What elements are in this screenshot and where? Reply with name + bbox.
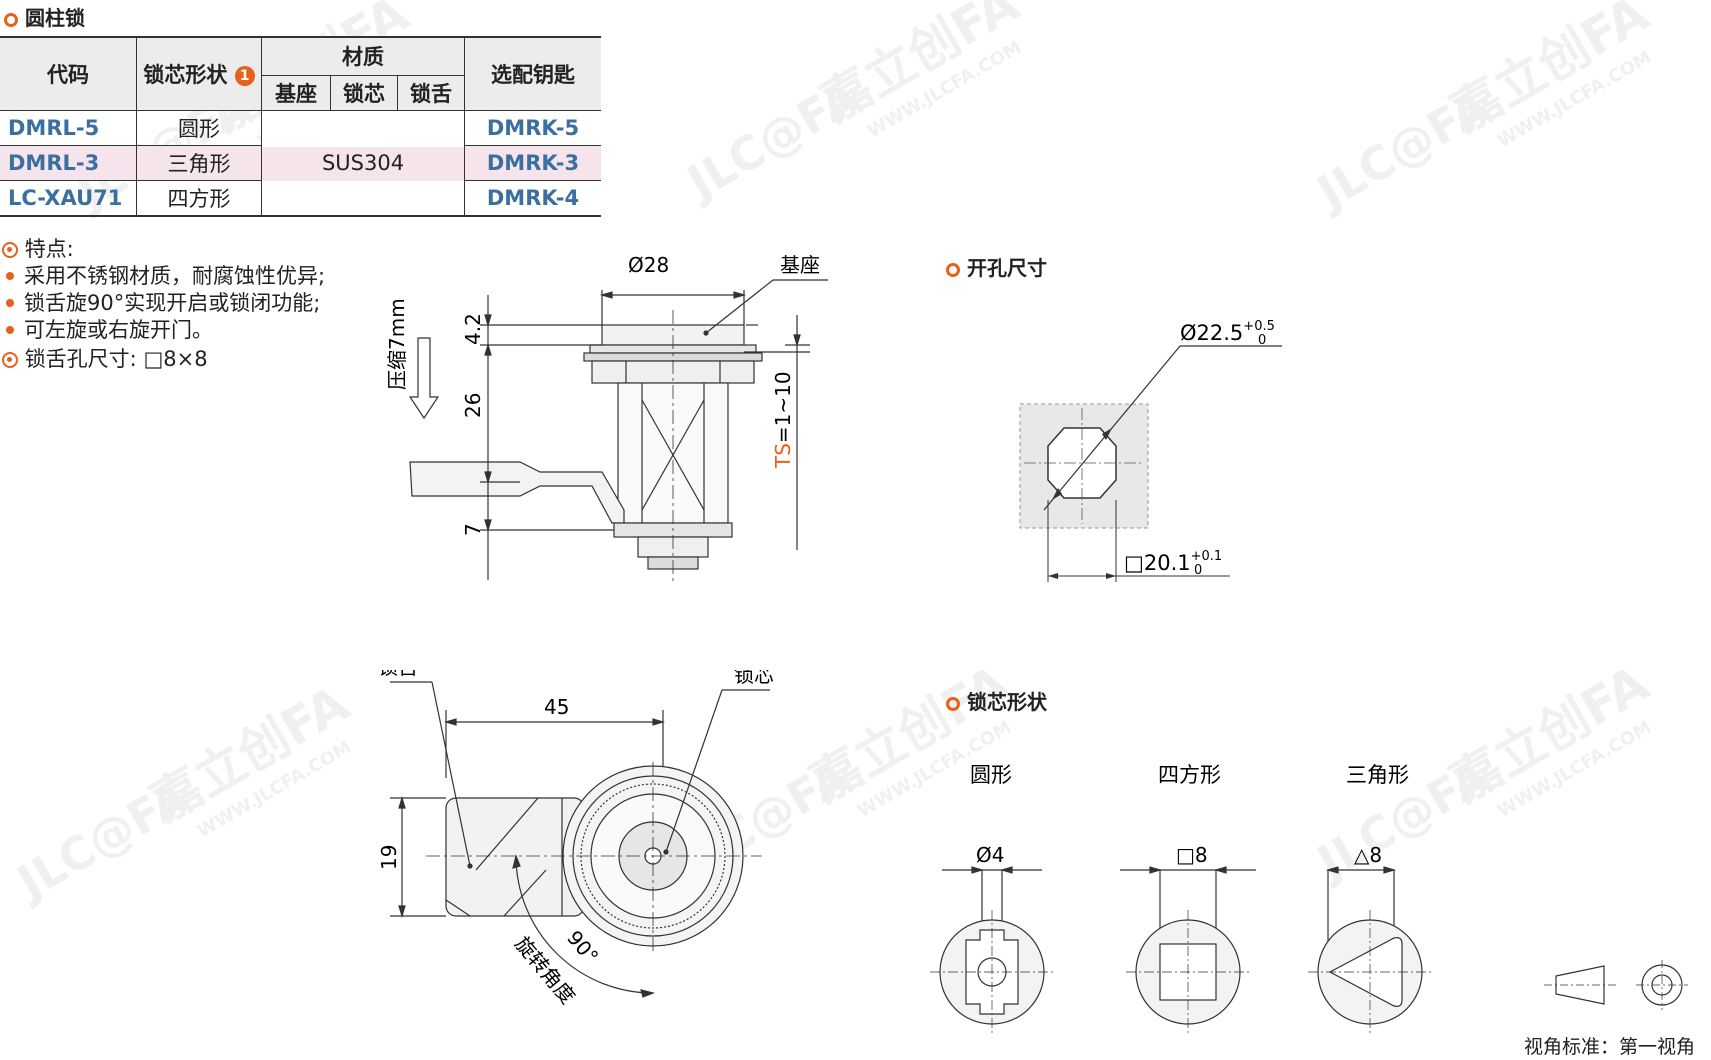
header-core: 锁芯 [330, 74, 398, 112]
ts-value: =1~10 [771, 371, 795, 443]
cutout-sq-tol-low: 0 [1194, 563, 1202, 578]
cutout-header: 开孔尺寸 [946, 252, 1047, 281]
projection-symbol-icon [1544, 960, 1688, 1010]
dot-bullet-icon [6, 326, 14, 334]
dim-dia28: Ø28 [628, 253, 669, 277]
cutout-dia-tol-up: +0.5 [1243, 319, 1275, 334]
features-block: 特点: 采用不锈钢材质，耐腐蚀性优异; 锁舌旋90°实现开启或锁闭功能; 可左旋… [2, 236, 402, 373]
section-header: 圆柱锁 [4, 2, 85, 31]
ts-label: TS [771, 443, 795, 469]
side-view-drawing: Ø28 基座 4.2 26 7 TS=1~10 压缩7mm [385, 253, 828, 585]
row-code: DMRL-5 [0, 110, 137, 146]
header-base: 基座 [261, 74, 331, 112]
header-code: 代码 [0, 36, 137, 111]
hole-size-line: 锁舌孔尺寸: □8×8 [2, 346, 402, 373]
section-title: 圆柱锁 [24, 6, 85, 30]
compress-label: 压缩7mm [385, 298, 409, 390]
cutout-dia-value: Ø22.5 [1180, 321, 1243, 345]
features-header: 特点: [2, 236, 402, 263]
feature-text: 采用不锈钢材质，耐腐蚀性优异; [24, 264, 326, 288]
row-shape: 圆形 [136, 110, 262, 146]
feature-item: 采用不锈钢材质，耐腐蚀性优异; [2, 263, 402, 290]
cutout-drawing: Ø22.5+0.5 0 □20.1+0.1 0 [1019, 319, 1282, 582]
core-shapes-title: 锁芯形状 [966, 690, 1047, 714]
shape-triangle-label: 三角形 [1346, 763, 1409, 787]
header-key: 选配钥匙 [464, 36, 601, 111]
cutout-sq-tol-up: +0.1 [1191, 549, 1223, 564]
table-subheader-row: 基座 锁芯 锁舌 [0, 74, 601, 112]
row-code: DMRL-3 [0, 145, 137, 181]
view-standard: 视角标准：第一视角 [1524, 1036, 1696, 1058]
target-bullet-icon [2, 352, 18, 368]
core-shapes-header: 锁芯形状 [946, 686, 1047, 715]
ring-bullet-icon [4, 13, 18, 27]
cutout-sq-value: □20.1 [1124, 551, 1191, 575]
dim-7: 7 [461, 523, 485, 536]
angle-90: 90° [562, 926, 603, 969]
header-core-shape: 锁芯形状 1 [136, 36, 262, 111]
header-material: 材质 [261, 36, 465, 76]
core-label: 锁芯 [734, 670, 774, 687]
table-header-row: 代码 锁芯形状 1 材质 选配钥匙 [0, 36, 601, 111]
dim-45: 45 [544, 695, 569, 719]
tongue-label: 锁舌 [378, 670, 418, 679]
row-shape: 三角形 [136, 145, 262, 181]
dim-19: 19 [377, 845, 401, 870]
row-key: DMRK-3 [464, 145, 601, 181]
cutout-sq: □20.1+0.1 [1124, 549, 1222, 575]
core-shapes-drawing: 圆形 四方形 三角形 Ø4 □8 △8 [930, 763, 1432, 1034]
square-dim: □8 [1176, 843, 1208, 867]
dot-bullet-icon [6, 299, 14, 307]
cutout-dia: Ø22.5+0.5 [1180, 319, 1275, 345]
features-title: 特点: [24, 237, 74, 261]
note-badge: 1 [234, 66, 255, 86]
target-bullet-icon [2, 242, 18, 258]
feature-text: 可左旋或右旋开门。 [24, 318, 213, 342]
row-key: DMRK-4 [464, 180, 601, 217]
table-row: DMRL-5 圆形 SUS304 DMRK-5 [0, 110, 601, 217]
shape-square-label: 四方形 [1158, 763, 1221, 787]
cutout-dia-tol-low: 0 [1258, 333, 1266, 348]
feature-item: 锁舌旋90°实现开启或锁闭功能; [2, 290, 402, 317]
row-code: LC-XAU71 [0, 180, 137, 217]
triangle-dim: △8 [1354, 843, 1382, 867]
spec-table: 代码 锁芯形状 1 材质 选配钥匙 基座 锁芯 锁舌 DMRL-5 圆形 SUS… [0, 36, 601, 217]
ring-bullet-icon [946, 697, 960, 711]
round-dim: Ø4 [976, 843, 1004, 867]
ring-bullet-icon [946, 263, 960, 277]
header-tongue: 锁舌 [397, 74, 465, 112]
base-label: 基座 [780, 253, 820, 277]
feature-text: 锁舌旋90°实现开启或锁闭功能; [24, 291, 321, 315]
row-key: DMRK-5 [464, 110, 601, 146]
front-view-drawing: 45 19 锁舌 锁芯 90° 旋转角度 [377, 670, 774, 1008]
cutout-title: 开孔尺寸 [966, 256, 1047, 280]
shape-round-label: 圆形 [970, 763, 1012, 787]
feature-item: 可左旋或右旋开门。 [2, 317, 402, 344]
dim-26: 26 [461, 393, 485, 418]
hole-size-text: 锁舌孔尺寸: □8×8 [24, 347, 208, 371]
table-row: LC-XAU71 四方形 DMRK-4 [0, 180, 601, 217]
material-cell: SUS304 [261, 110, 465, 217]
row-shape: 四方形 [136, 180, 262, 217]
header-core-shape-label: 锁芯形状 [143, 63, 228, 87]
ts-range: TS=1~10 [771, 371, 795, 469]
dot-bullet-icon [6, 272, 14, 280]
dim-4-2: 4.2 [461, 313, 485, 345]
